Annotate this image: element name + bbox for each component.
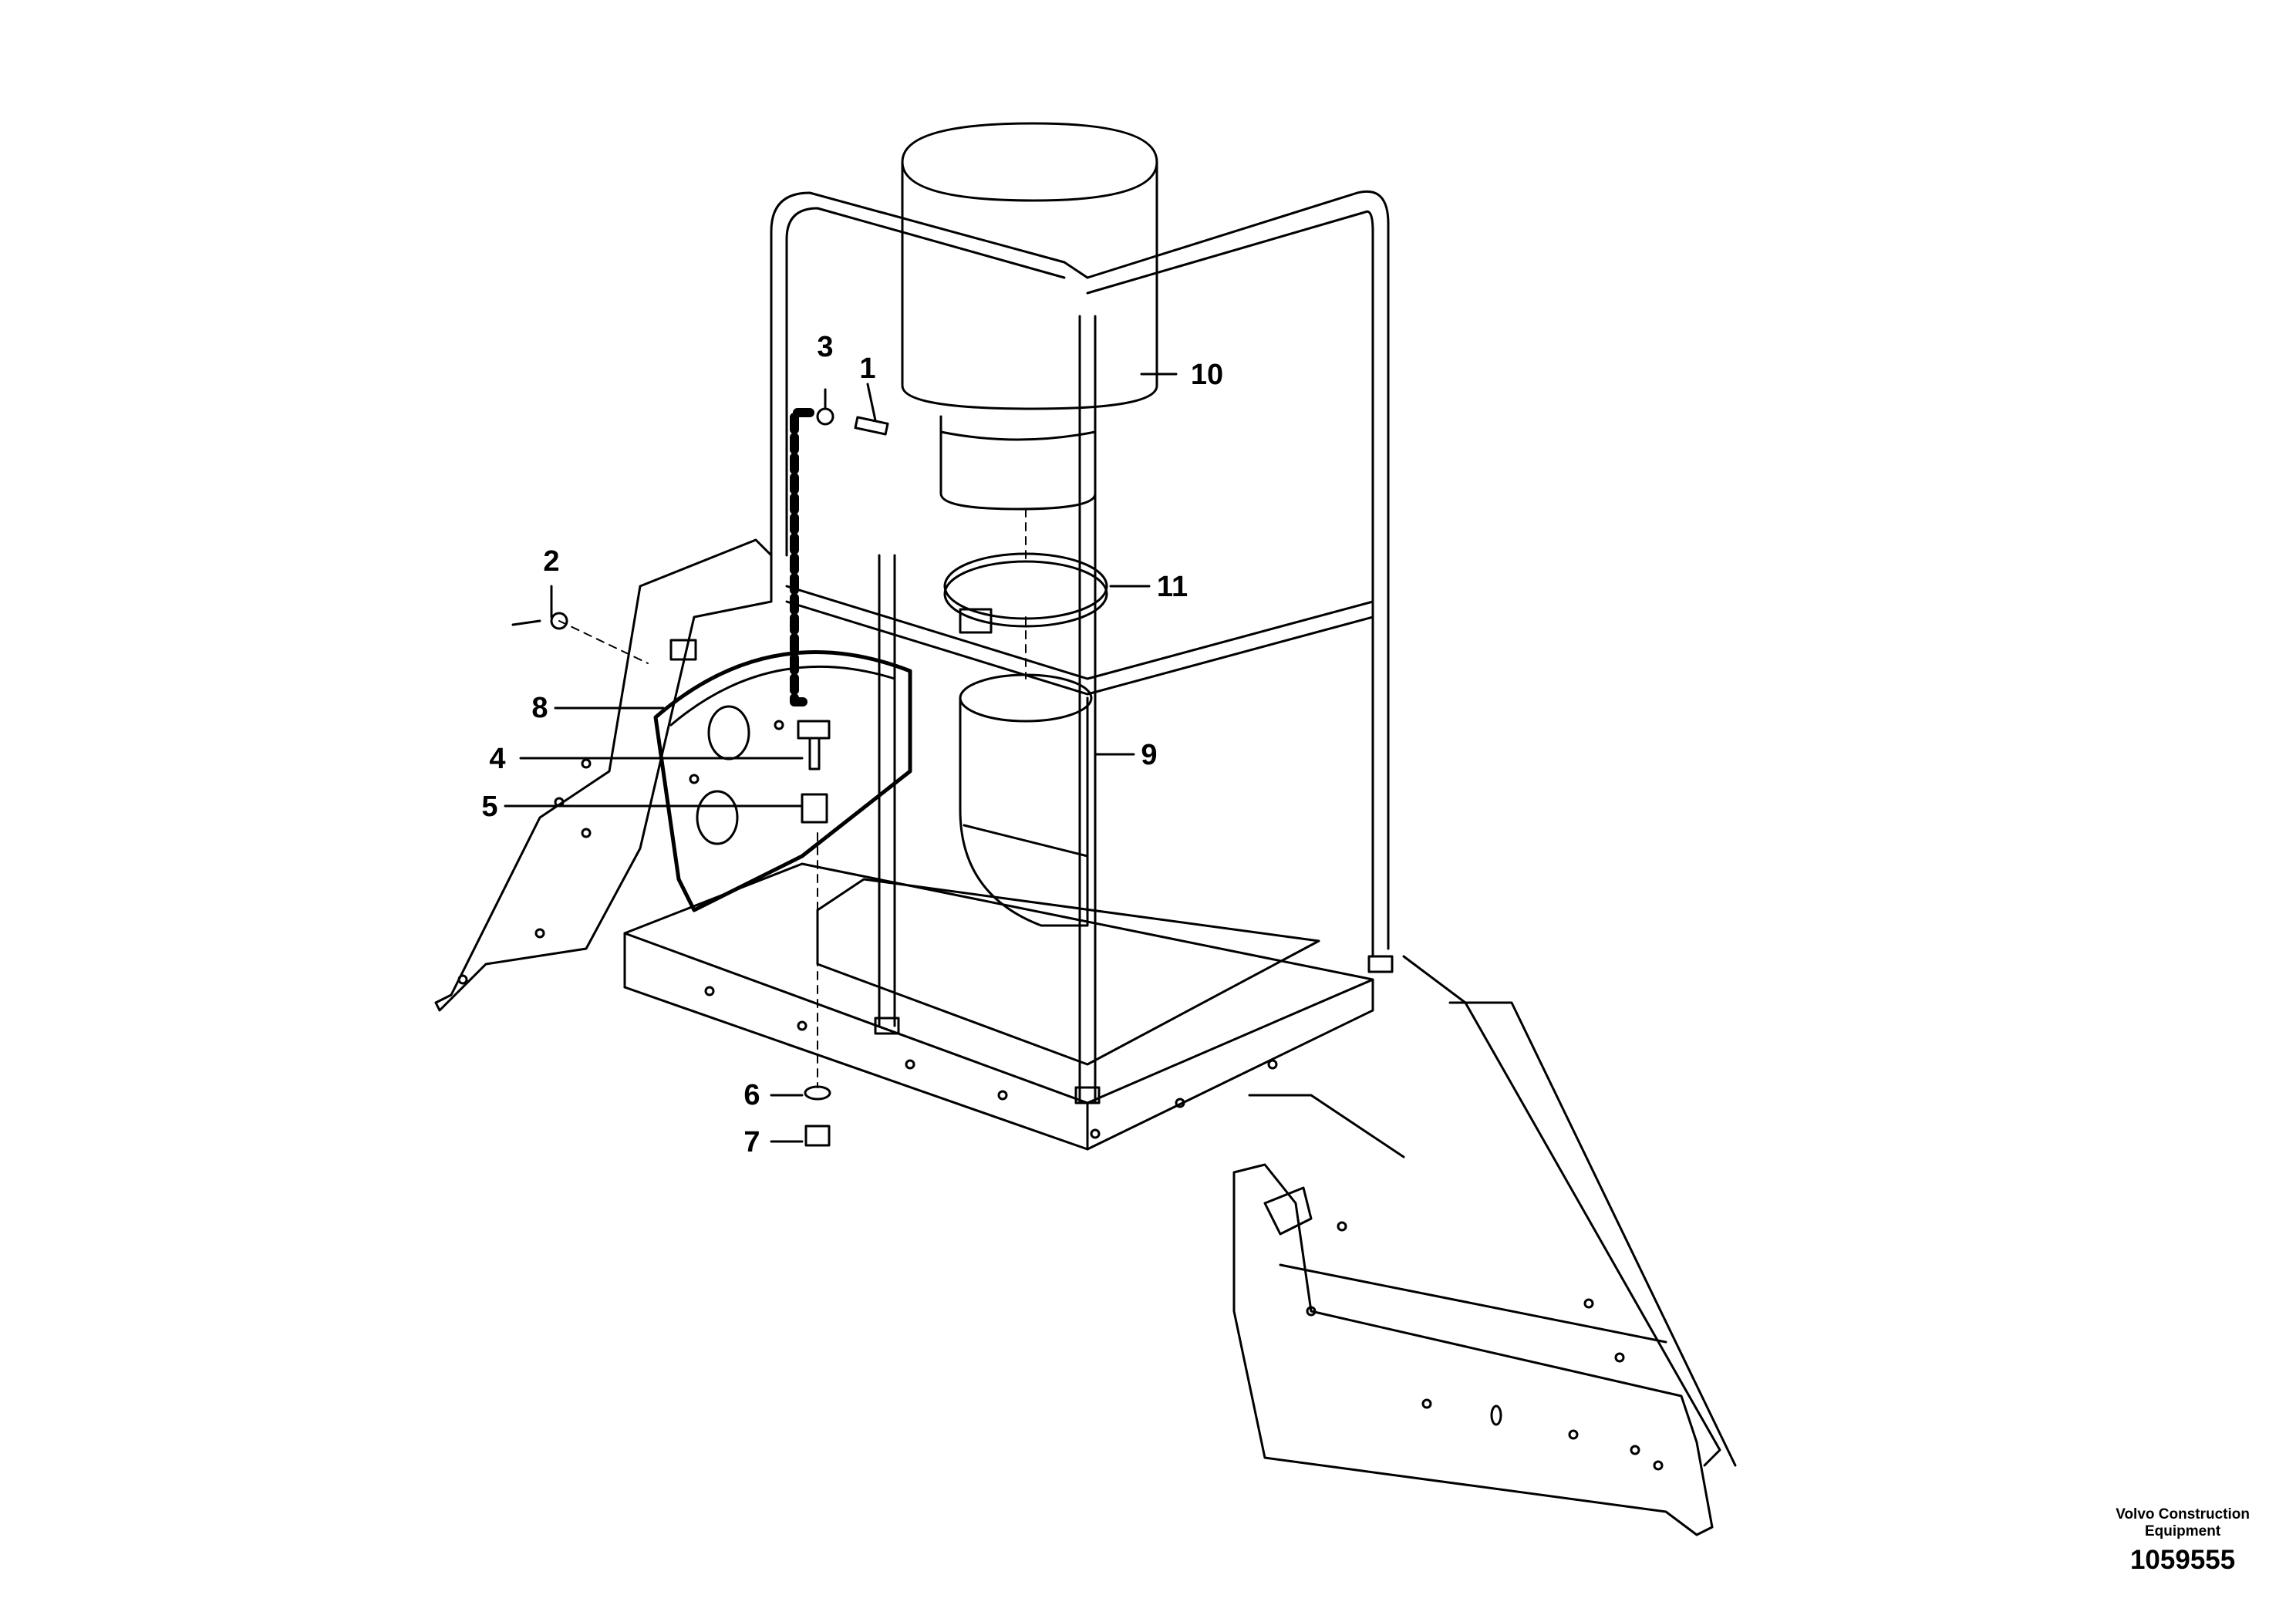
callout-9: 9: [1141, 739, 1157, 771]
callout-3: 3: [817, 331, 833, 363]
leader-lines: [504, 373, 1178, 1143]
callout-8: 8: [531, 692, 548, 724]
callout-6: 6: [743, 1079, 760, 1111]
handrail: [770, 191, 1394, 1104]
callout-1: 1: [859, 352, 875, 385]
maker-line-2: Equipment: [2145, 1523, 2221, 1539]
callout-4: 4: [489, 743, 505, 775]
right-support: [1232, 955, 1737, 1536]
left-bracket: [434, 538, 773, 1012]
drawing-number: 1059555: [2129, 1545, 2236, 1575]
callout-7: 7: [743, 1126, 760, 1158]
floor-grating: [816, 878, 1320, 1066]
intake-pipe: [959, 673, 1093, 927]
callout-5: 5: [481, 791, 497, 823]
assembly-lines: [558, 508, 1027, 1088]
drawing-footer: Volvo Construction Equipment 1059555: [2116, 1506, 2250, 1576]
callout-11: 11: [1157, 571, 1188, 603]
platform: [623, 862, 1374, 1151]
maker-line-1: Volvo Construction: [2116, 1506, 2250, 1523]
sealant-marker: [790, 408, 814, 706]
callout-10: 10: [1191, 359, 1223, 391]
pre-cleaner: [901, 122, 1158, 511]
fasteners: [550, 407, 889, 1147]
callout-2: 2: [543, 545, 559, 578]
